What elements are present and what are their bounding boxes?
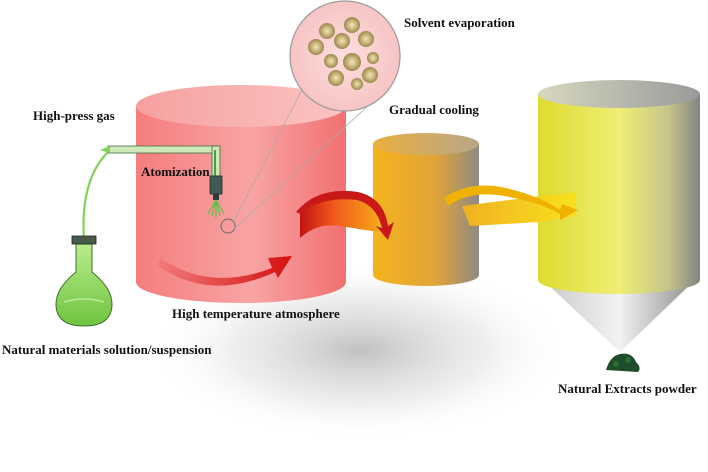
droplet	[308, 39, 324, 55]
droplet	[351, 78, 363, 90]
droplet	[319, 23, 335, 39]
powder-collector	[538, 80, 700, 352]
label-high-temperature-atmosphere: High temperature atmosphere	[172, 306, 340, 321]
droplet	[343, 53, 361, 71]
droplet	[367, 52, 379, 64]
atomizer-nozzle	[207, 175, 236, 234]
volumetric-flask	[55, 235, 113, 327]
droplet	[328, 70, 344, 86]
drying-chamber	[136, 85, 346, 303]
circulation-arrow	[158, 256, 292, 286]
label-solvent-evaporation: Solvent evaporation	[404, 15, 515, 30]
transfer-pipe-cool	[444, 185, 578, 226]
label-gradual-cooling: Gradual cooling	[389, 102, 479, 117]
droplet	[358, 31, 374, 47]
powder-pile	[606, 353, 640, 372]
droplet	[362, 67, 378, 83]
droplet	[344, 17, 360, 33]
label-natural-extracts-powder: Natural Extracts powder	[558, 381, 697, 396]
droplet	[334, 33, 350, 49]
transfer-pipe-hot	[296, 190, 394, 240]
floor-shadow	[150, 260, 570, 440]
label-high-press-gas: High-press gas	[33, 108, 115, 123]
cooling-cylinder	[373, 133, 479, 286]
droplet-magnifier	[289, 0, 401, 112]
label-natural-materials: Natural materials solution/suspension	[2, 342, 212, 357]
droplet	[324, 54, 338, 68]
label-atomization: Atomization	[141, 164, 210, 179]
zoom-lines	[232, 81, 371, 230]
